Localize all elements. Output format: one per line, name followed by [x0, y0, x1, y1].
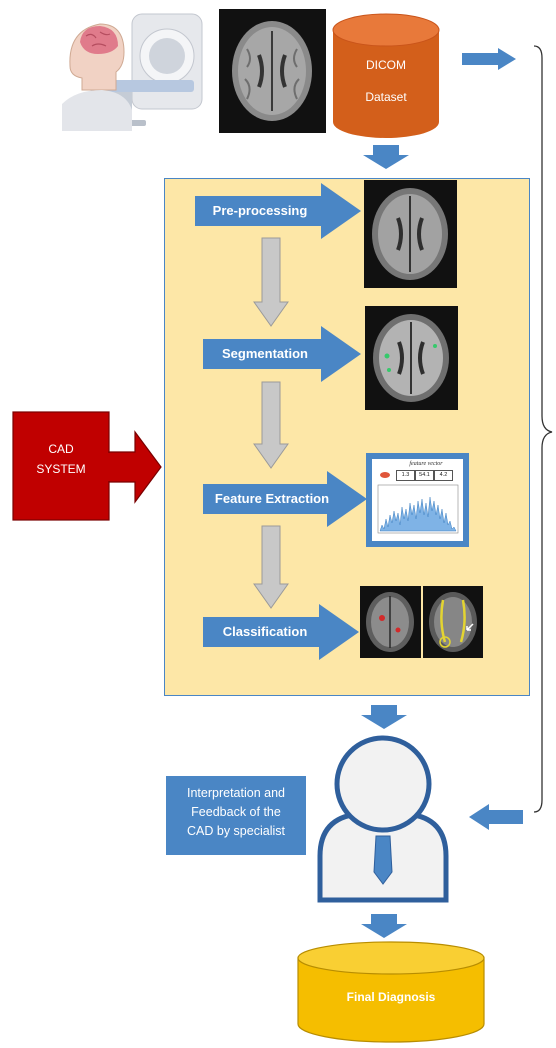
- feature-histogram: [377, 484, 459, 534]
- cad-system-label-line2: SYSTEM: [36, 462, 86, 476]
- arrow-down-to-final: [361, 914, 407, 938]
- arrow-down-to-cad: [363, 145, 409, 169]
- step-label-classification: Classification: [222, 624, 308, 639]
- cad-process-panel: [164, 178, 530, 696]
- step-arrow-classification: [203, 604, 359, 660]
- feature-vector-title: feature vector: [409, 461, 443, 467]
- interpretation-line-2: Feedback of the: [191, 805, 281, 819]
- cad-system-box: [12, 411, 162, 521]
- segmentation-scan-image: [365, 306, 458, 410]
- feedback-brace: [533, 45, 553, 813]
- step-label-feature-extraction: Feature Extraction: [214, 491, 330, 506]
- preprocessing-scan-image: [364, 180, 457, 288]
- gray-arrow-down-3: [253, 525, 289, 609]
- interpretation-line-1: Interpretation and: [187, 786, 285, 800]
- classification-scan-right: [423, 586, 483, 658]
- step-arrow-segmentation: [203, 326, 361, 382]
- cad-system-label-line1: CAD: [48, 442, 74, 456]
- dicom-label-line1: DICOM: [366, 58, 406, 72]
- dicom-dataset-cylinder: [332, 13, 440, 138]
- step-arrow-preprocessing: [195, 183, 361, 239]
- final-diagnosis-cylinder: [297, 941, 485, 1043]
- step-label-segmentation: Segmentation: [222, 346, 308, 361]
- feature-vector-tube-icon: [380, 472, 390, 478]
- interpretation-feedback-note: Interpretation and Feedback of the CAD b…: [166, 776, 306, 855]
- step-label-preprocessing: Pre-processing: [212, 203, 308, 218]
- mri-axial-scan-image: [219, 9, 326, 133]
- classification-scan-left: [360, 586, 421, 658]
- gray-arrow-down-2: [253, 381, 289, 469]
- feature-vector-cell-2: 54.1: [415, 470, 434, 481]
- arrow-left-feedback: [469, 804, 523, 830]
- dicom-label-line2: Dataset: [365, 90, 407, 104]
- gray-arrow-down-1: [253, 237, 289, 327]
- feature-vector-cell-1: 1.3: [396, 470, 415, 481]
- specialist-person-icon: [317, 735, 449, 903]
- feature-vector-figure: feature vector 1.3 54.1 4.2: [366, 453, 469, 547]
- mri-scanner-illustration: [62, 13, 203, 131]
- step-arrow-feature-extraction: [203, 471, 367, 527]
- interpretation-line-3: CAD by specialist: [187, 824, 285, 838]
- arrow-down-to-specialist: [361, 705, 407, 729]
- feature-vector-cell-3: 4.2: [434, 470, 453, 481]
- final-diagnosis-label: Final Diagnosis: [346, 990, 436, 1004]
- arrow-right-dicom: [462, 48, 516, 70]
